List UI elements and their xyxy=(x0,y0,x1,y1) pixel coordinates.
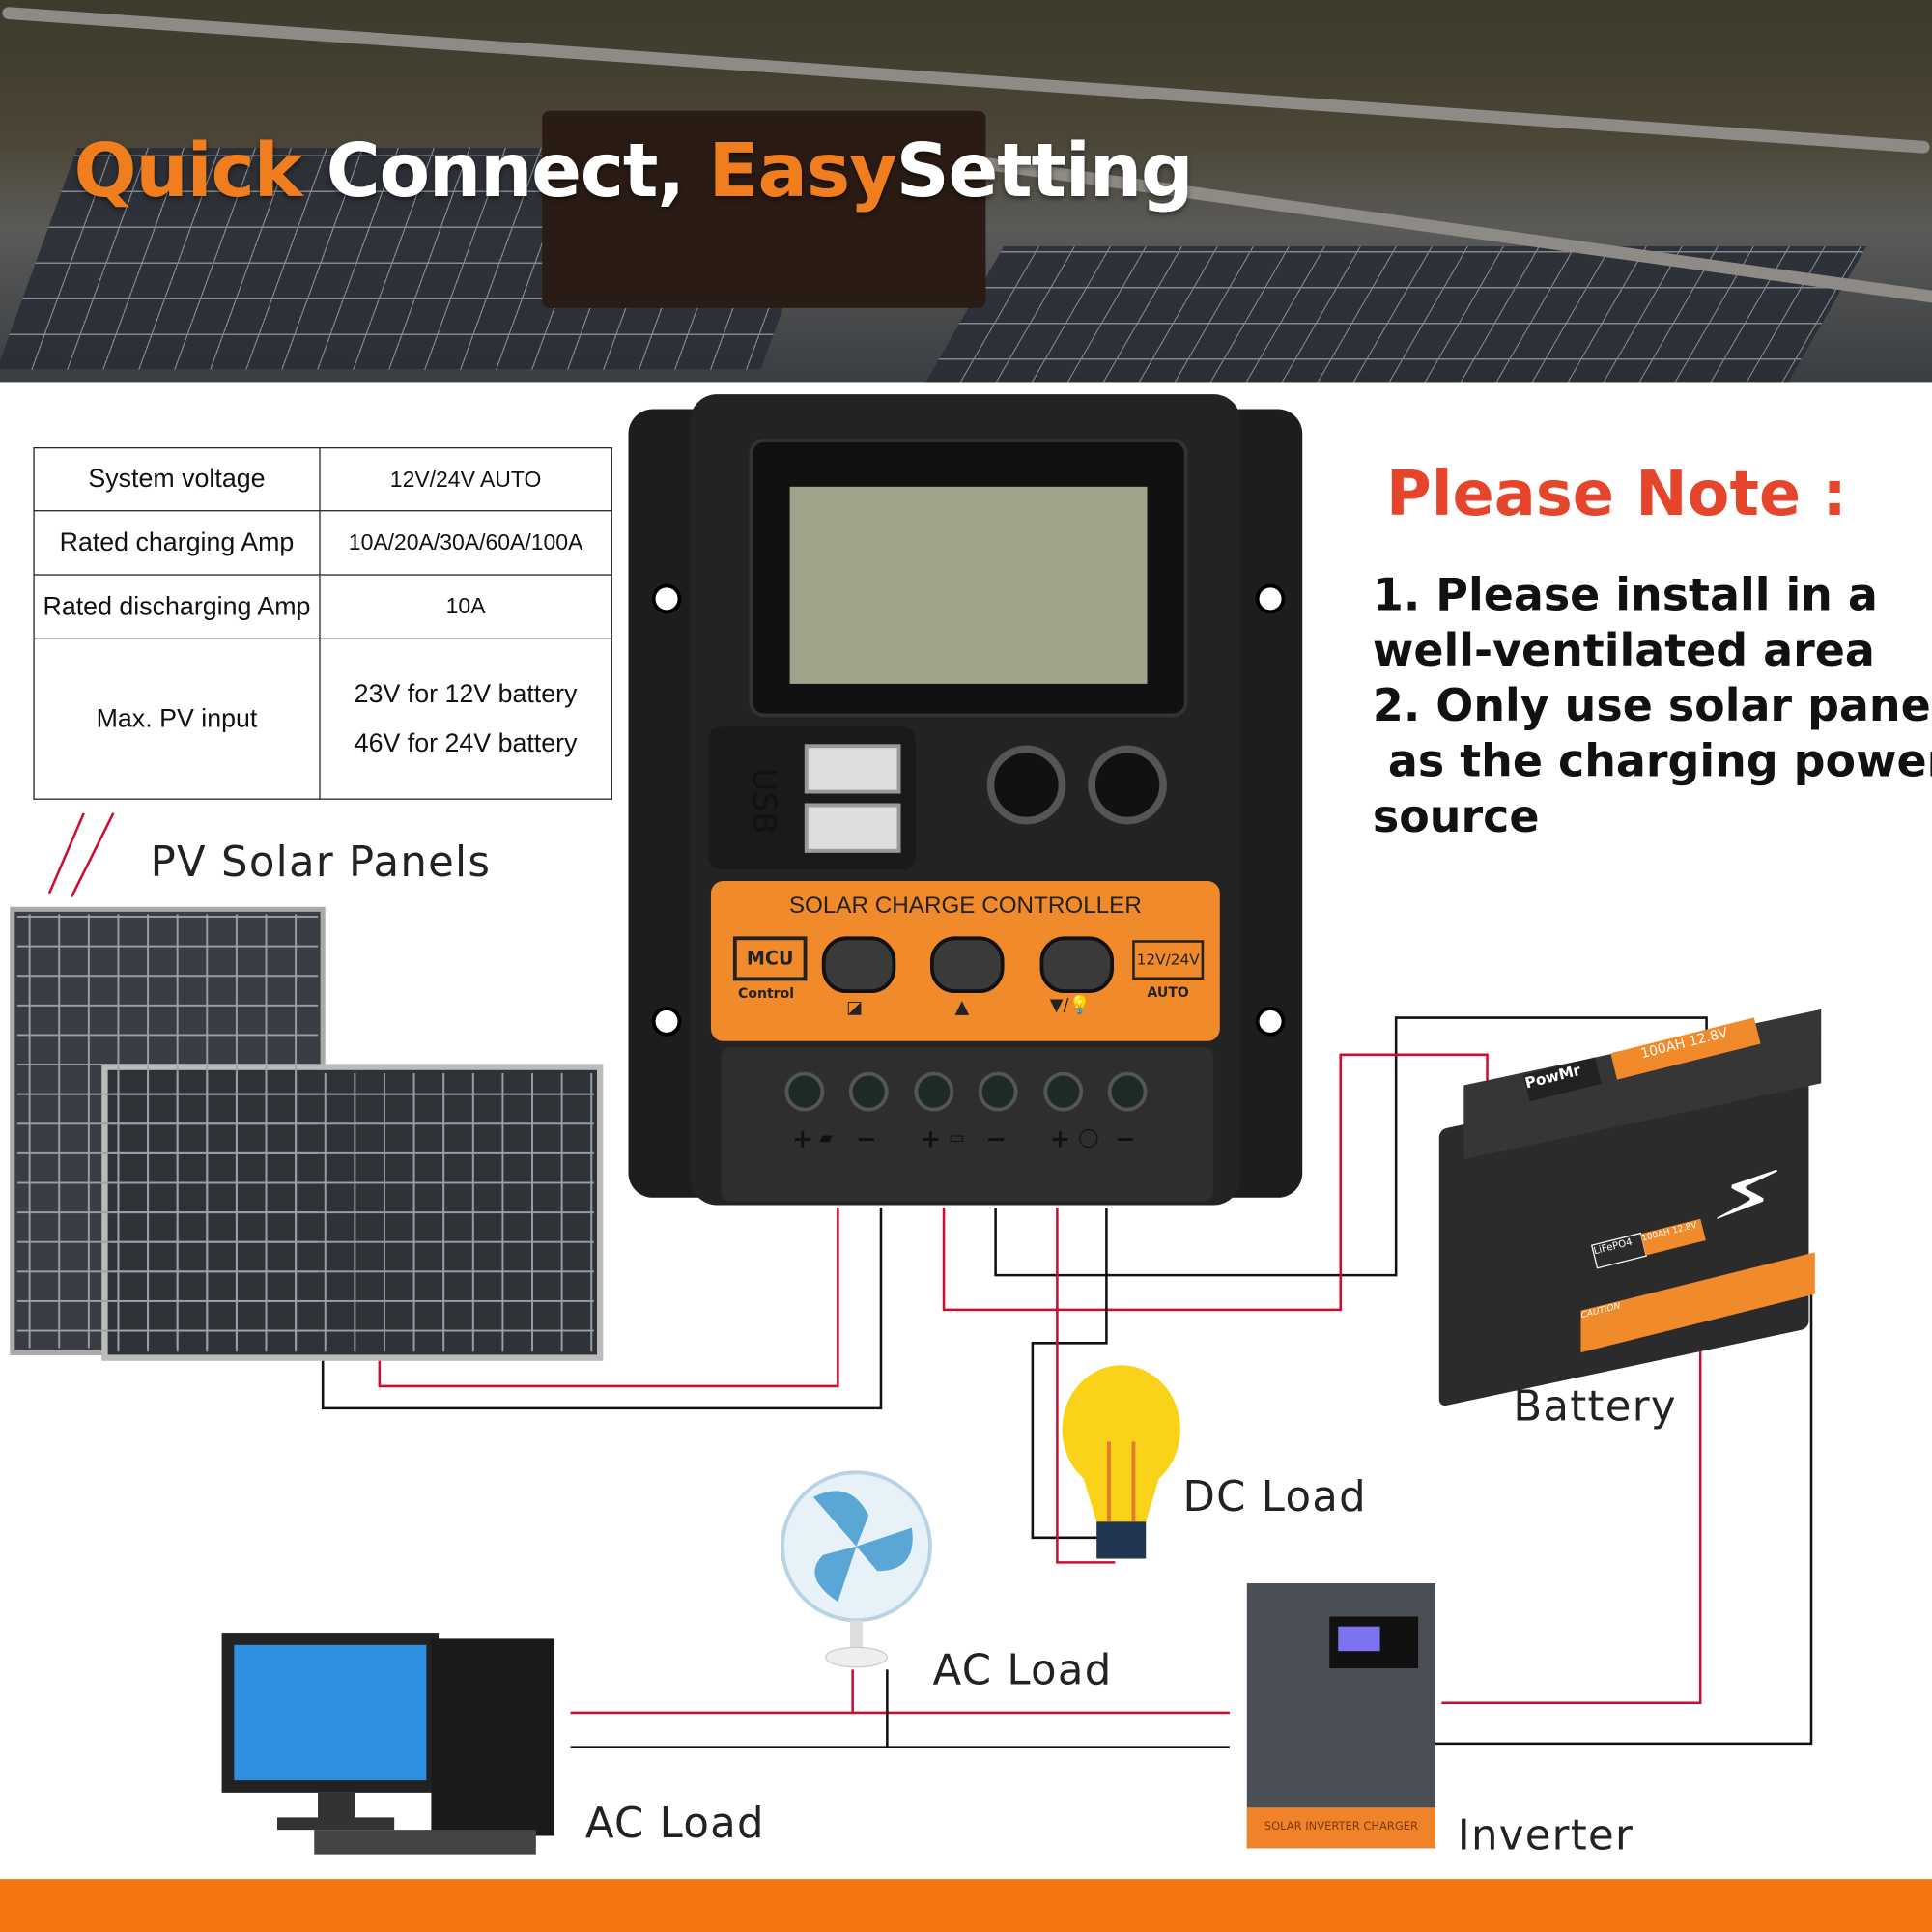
terminal-block: + ▰ − + ▭ − + ◯ − xyxy=(721,1047,1214,1202)
note-line: as the charging power xyxy=(1372,736,1932,788)
control-panel: SOLAR CHARGE CONTROLLER MCU Control ◪ ▲ … xyxy=(710,880,1220,1041)
mount-hole xyxy=(651,583,682,614)
down-light-icon: ▼/💡 xyxy=(1049,995,1091,1016)
terminal-screw[interactable] xyxy=(914,1071,954,1112)
note-line: 2. Only use solar panels xyxy=(1372,681,1932,732)
bulb-icon: ◯ xyxy=(1078,1125,1099,1149)
banner-photo: Quick Connect, EasySetting xyxy=(0,0,1932,383)
usb-ports[interactable]: USB xyxy=(708,726,916,870)
spec-value-24v: 46V for 24V battery xyxy=(354,728,578,757)
light-bulb-icon xyxy=(1062,1365,1180,1559)
lcd-frame xyxy=(749,439,1188,718)
note-line: well-ventilated area xyxy=(1372,625,1875,677)
dc-port[interactable] xyxy=(1088,745,1167,825)
headline-setting: Setting xyxy=(895,128,1194,214)
terminal-screw[interactable] xyxy=(1107,1071,1148,1112)
note-line: 1. Please install in a xyxy=(1372,570,1878,621)
mount-hole xyxy=(651,1007,682,1037)
auto-label: AUTO xyxy=(1147,984,1189,1001)
up-button[interactable] xyxy=(930,936,1005,994)
inverter-negative-wire xyxy=(1435,1281,1813,1746)
panel-title: SOLAR CHARGE CONTROLLER xyxy=(788,893,1142,920)
headline-easy: Easy xyxy=(708,128,897,214)
headline: Quick Connect, EasySetting xyxy=(73,128,1194,214)
down-light-button[interactable] xyxy=(1039,936,1115,994)
control-label: Control xyxy=(738,985,795,1002)
ac-load-fan-label: AC Load xyxy=(932,1646,1113,1696)
spec-value: 10A xyxy=(319,574,612,639)
table-row: Max. PV input 23V for 12V battery 46V for … xyxy=(33,638,612,800)
spec-label: Max. PV input xyxy=(33,638,321,800)
note-line: source xyxy=(1372,792,1540,843)
load-plus: + xyxy=(1049,1123,1071,1153)
dc-negative-wire xyxy=(1031,1207,1116,1540)
lcd-screen xyxy=(789,486,1148,684)
spec-value: 10A/20A/30A/60A/100A xyxy=(319,510,612,576)
terminal-screw[interactable] xyxy=(848,1071,889,1112)
fan-icon xyxy=(781,1470,932,1668)
headline-connect: Connect, xyxy=(326,128,686,214)
spec-label: System voltage xyxy=(33,447,321,512)
battery-negative-wire xyxy=(994,1016,1708,1277)
terminal-screw[interactable] xyxy=(1043,1071,1084,1112)
battery-label: Battery xyxy=(1513,1382,1677,1433)
headline-quick: Quick xyxy=(73,128,303,214)
solar-charge-controller: USB SOLAR CHARGE CONTROLLER MCU Control … xyxy=(628,394,1303,1206)
mount-hole xyxy=(1255,1007,1286,1037)
pv-plus: + xyxy=(792,1123,813,1153)
ac-live-wire xyxy=(570,1669,1230,1715)
up-triangle-icon: ▲ xyxy=(954,995,970,1018)
pv-minus: − xyxy=(856,1123,877,1153)
inverter-device: SOLAR INVERTER CHARGER xyxy=(1246,1583,1435,1849)
mount-hole xyxy=(1255,583,1286,614)
menu-icon: ◪ xyxy=(846,998,864,1018)
usb-label: USB xyxy=(745,768,782,835)
pv-positive-wire xyxy=(378,1207,839,1388)
spec-label: Rated charging Amp xyxy=(33,510,321,576)
note-title: Please Note : xyxy=(1385,458,1847,530)
terminal-screw[interactable] xyxy=(784,1071,825,1112)
dc-port[interactable] xyxy=(986,745,1066,825)
dc-load-label: DC Load xyxy=(1182,1472,1367,1522)
spec-value: 23V for 12V battery 46V for 24V battery xyxy=(319,638,612,800)
mcu-badge: MCU xyxy=(732,936,808,981)
inverter-panel-label: SOLAR INVERTER CHARGER xyxy=(1246,1807,1435,1849)
voltage-badge: 12V/24V xyxy=(1132,940,1205,980)
battery-plus: + xyxy=(920,1123,942,1153)
battery-device: PowMr 100AH 12.8V LiFePO4 100AH 12.8V CA… xyxy=(1438,1009,1824,1407)
inverter-positive-wire xyxy=(1441,1347,1702,1705)
terminal-screw[interactable] xyxy=(978,1071,1018,1112)
pv-negative-wire xyxy=(321,1207,883,1410)
load-minus: − xyxy=(1115,1123,1136,1153)
battery-icon: ▭ xyxy=(949,1128,966,1149)
bottom-bar xyxy=(0,1879,1932,1932)
pv-label: PV Solar Panels xyxy=(150,838,492,888)
battery-minus: − xyxy=(985,1123,1007,1153)
solar-panel-icon: ▰ xyxy=(819,1128,833,1149)
ac-neutral-wire xyxy=(570,1669,1230,1748)
menu-button[interactable] xyxy=(821,936,896,994)
ac-load-pc-label: AC Load xyxy=(584,1799,765,1849)
spec-value-12v: 23V for 12V battery xyxy=(354,679,578,708)
spec-label: Rated discharging Amp xyxy=(33,574,321,639)
inverter-label: Inverter xyxy=(1457,1810,1634,1861)
dc-positive-wire xyxy=(1056,1207,1116,1564)
computer-icon xyxy=(221,1633,554,1855)
battery-positive-wire xyxy=(942,1053,1489,1312)
sun-ray-arrows xyxy=(47,812,115,898)
